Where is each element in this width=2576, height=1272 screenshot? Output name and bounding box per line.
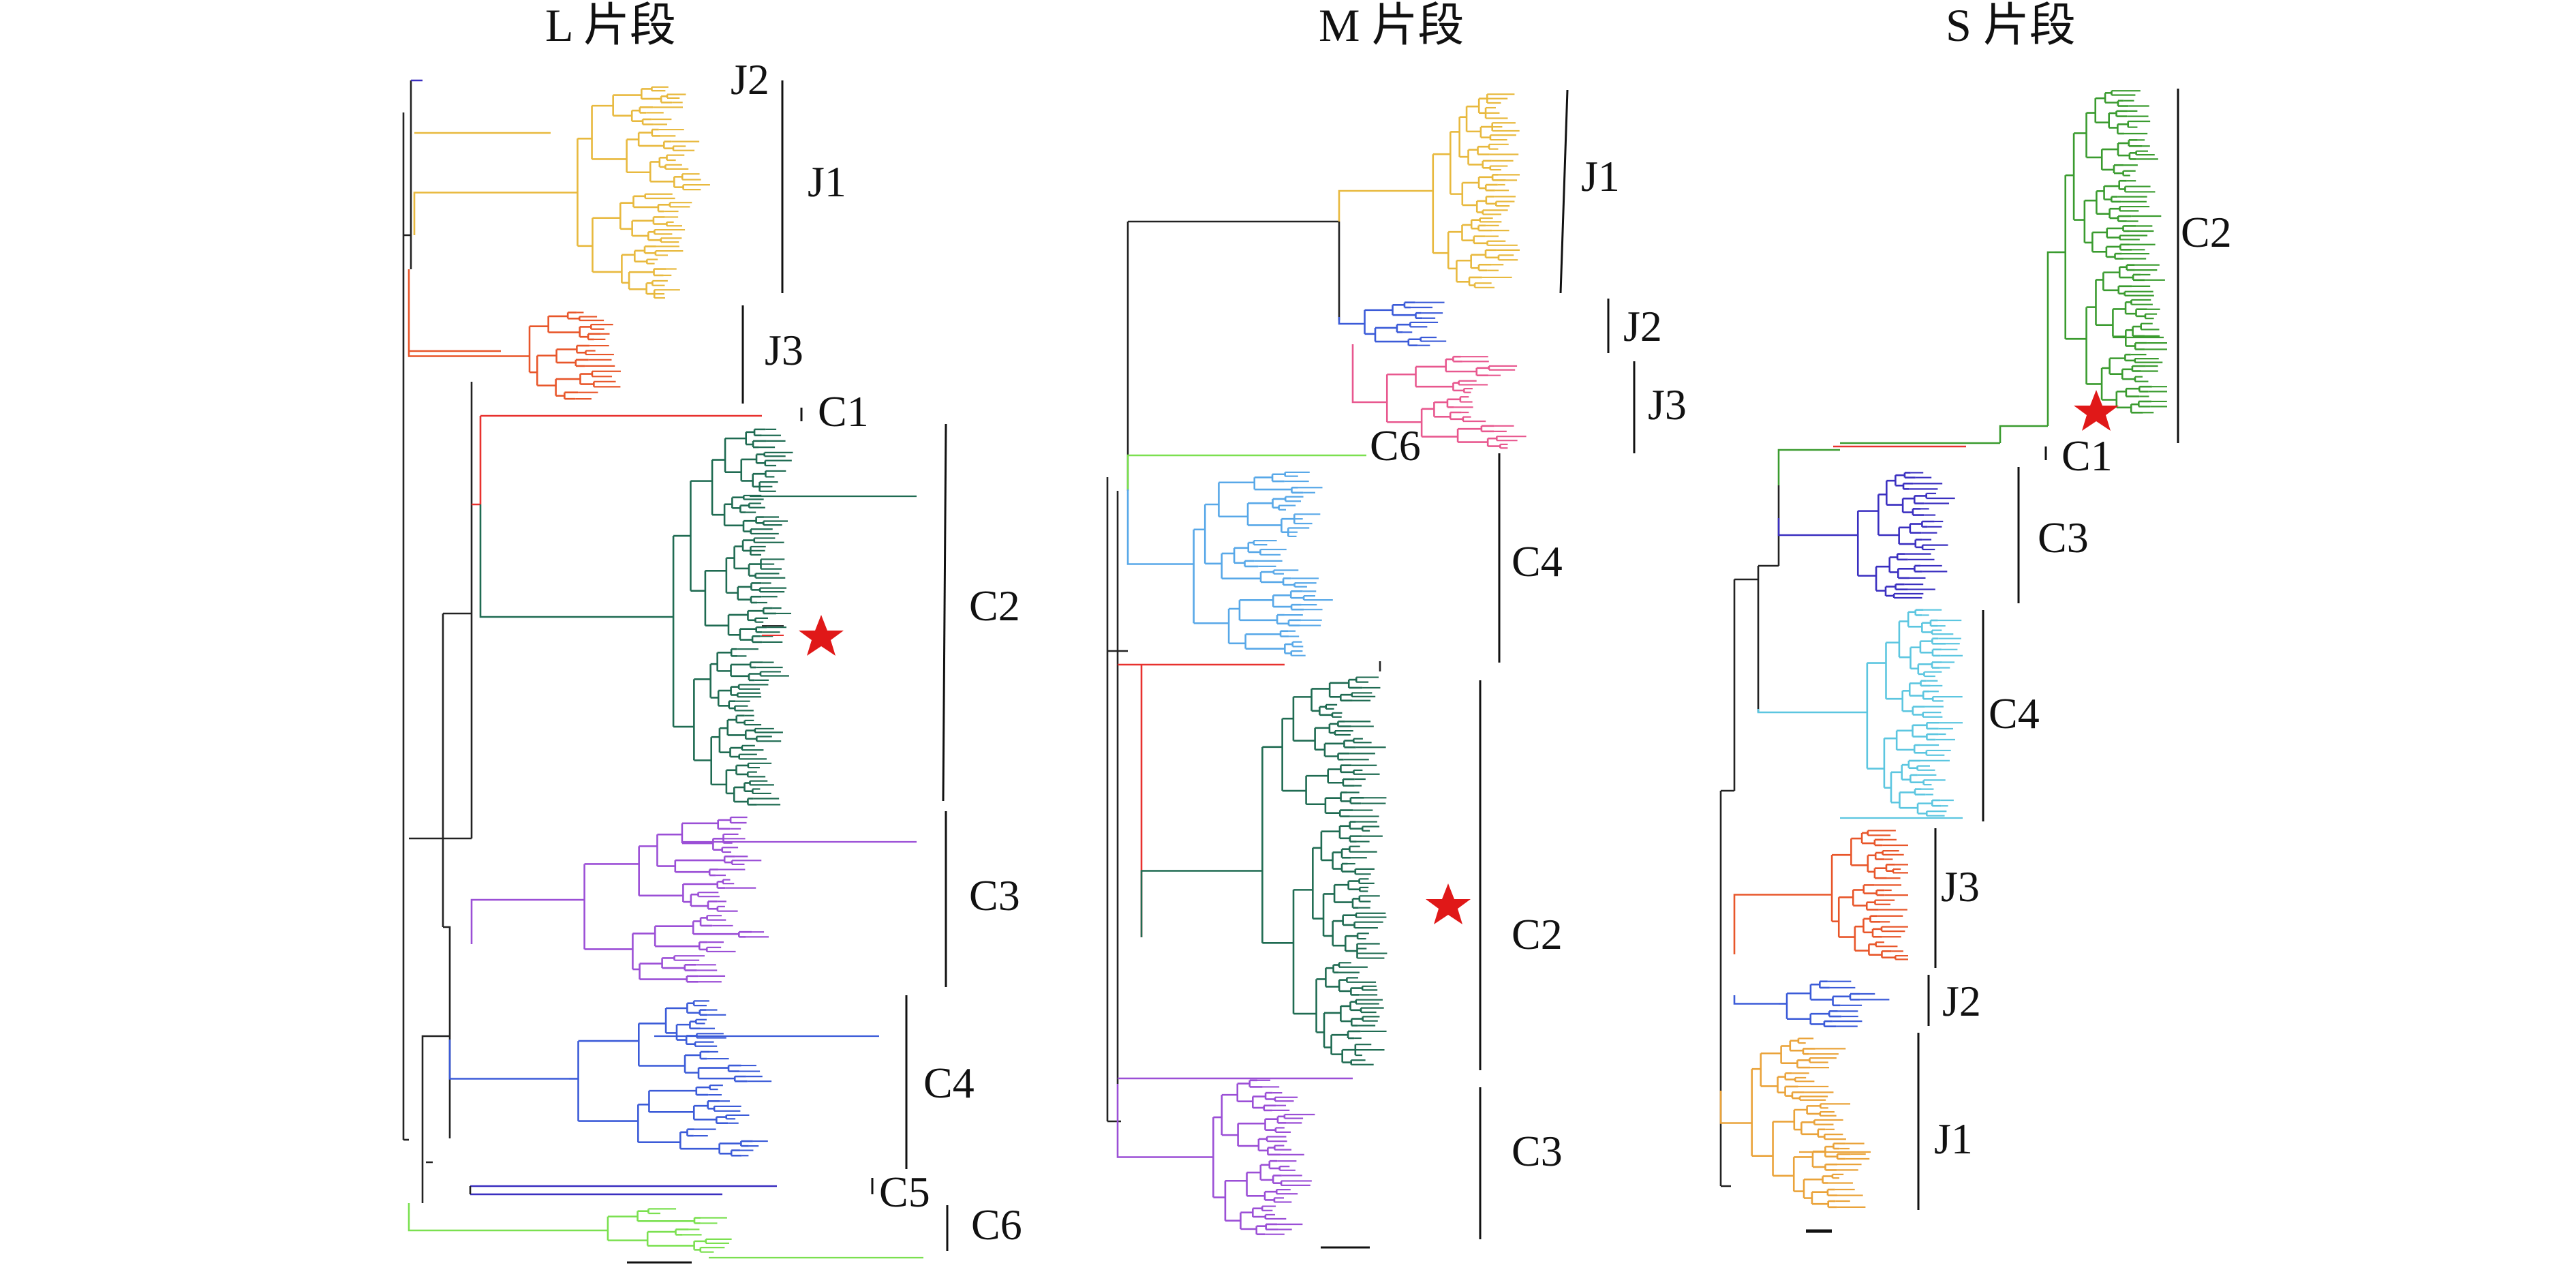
star-marker-l [799, 615, 844, 656]
clade-bar-m-j1 [1559, 89, 1569, 294]
clade-label-m-c4: C4 [1512, 537, 1563, 586]
tree-branch [1777, 449, 1840, 485]
tree-branch [448, 1040, 569, 1080]
clade-label-l-j2: J2 [731, 55, 769, 104]
star-marker-m [1426, 883, 1471, 924]
clade-label-l-c5: C5 [879, 1168, 930, 1216]
clade-label-l-c2: C2 [969, 581, 1020, 630]
tree-branch [1126, 489, 1176, 565]
clade-label-m-c3: C3 [1512, 1127, 1563, 1175]
tree-branch [1733, 995, 1779, 1005]
clade-label-s-c1: C1 [2061, 431, 2113, 480]
tree-branch [1777, 518, 1830, 536]
clade-label-l-j3: J3 [765, 326, 803, 374]
clade-label-s-j1: J1 [1934, 1115, 1973, 1163]
clade-label-l-j1: J1 [808, 157, 846, 206]
tree-backbone [1734, 566, 1760, 712]
tree-branch [1118, 663, 1285, 937]
tree-branch [413, 192, 551, 235]
clade-label-m-c6: C6 [1370, 421, 1421, 470]
tree-branch [1840, 425, 2048, 444]
clade-label-l-c3: C3 [969, 871, 1020, 920]
tree-m-segment [1106, 93, 1527, 1235]
tree-branch [1719, 1091, 1734, 1124]
tree-branch [1126, 454, 1366, 489]
clade-label-l-c6: C6 [971, 1200, 1022, 1249]
panel-title-s: S 片段 [1946, 0, 2076, 51]
tree-branch [1733, 894, 1813, 954]
tree-backbone [1719, 791, 1731, 1187]
clade-bar-l-c2 [942, 423, 947, 802]
clade-label-m-j3: J3 [1648, 380, 1687, 429]
tree-branch [472, 416, 482, 506]
tree-branch [1351, 344, 1363, 404]
clade-label-m-j1: J1 [1581, 152, 1620, 200]
tree-branch [1116, 1084, 1179, 1158]
clade-label-s-j3: J3 [1941, 862, 1980, 911]
tree-branch [1140, 870, 1251, 937]
tree-branch [479, 504, 644, 618]
clade-label-s-c4: C4 [1989, 689, 2040, 738]
tree-backbone [421, 1161, 433, 1203]
star-marker-s [2074, 390, 2119, 431]
tree-backbone [403, 80, 412, 269]
clade-label-s-c3: C3 [2038, 513, 2089, 562]
tree-branch [408, 1203, 535, 1232]
tree-branch [1757, 709, 1840, 714]
tree-backbone [421, 382, 473, 1162]
clade-annotations-s: C2 C1 C3 C4 J3 J2 J1 [1917, 89, 2232, 1210]
clade-label-m-j2: J2 [1623, 302, 1662, 350]
clade-label-l-c4: C4 [923, 1059, 975, 1107]
tree-backbone [1107, 491, 1128, 1084]
tree-branch [470, 1185, 777, 1196]
tree-branch [1338, 317, 1353, 325]
panel-title-m: M 片段 [1319, 0, 1464, 51]
tree-branch [470, 898, 572, 944]
clade-label-s-c2: C2 [2181, 208, 2232, 256]
tree-backbone [1758, 485, 1780, 567]
tree-s-segment [1719, 90, 2167, 1209]
tree-l-segment [402, 79, 923, 1259]
tree-branch [2046, 251, 2055, 426]
tree-backbone [1126, 220, 1340, 491]
clade-annotations-l: J2 J1 J3 C1 C2 C3 C4 C5 C6 [731, 55, 1022, 1251]
tree-branch [1338, 190, 1414, 222]
clade-label-s-j2: J2 [1942, 977, 1981, 1025]
tree-backbone [1721, 579, 1736, 792]
clade-annotations-m: J1 J2 J3 C6 C4 C2 C3 [1370, 89, 1687, 1239]
tree-backbone [1106, 477, 1121, 1123]
clade-label-m-c2: C2 [1512, 910, 1563, 958]
panel-title-l: L 片段 [545, 0, 676, 51]
tree-branch [408, 269, 501, 357]
clade-label-l-c1: C1 [818, 387, 869, 436]
